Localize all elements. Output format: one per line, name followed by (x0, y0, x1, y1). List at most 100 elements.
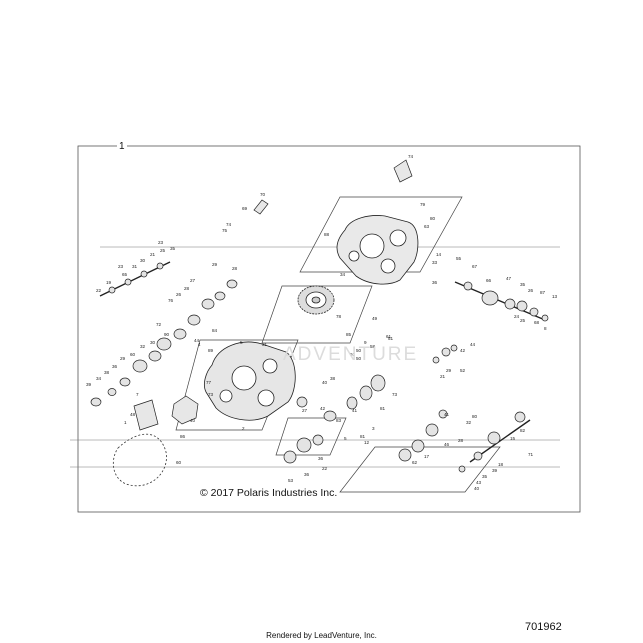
part-number-label: 55 (456, 256, 462, 261)
part-number-label: 36 (318, 456, 324, 461)
lower-middle-gear-stack (398, 409, 448, 462)
part-number-label: 28 (232, 266, 238, 271)
part-number-label: 72 (156, 322, 162, 327)
part-number-label: 31 (262, 342, 268, 347)
part-number-label: 71 (528, 452, 534, 457)
part-number-label: 27 (302, 408, 308, 413)
part-number-label: 41 (444, 412, 450, 417)
part-number-label: 80 (472, 414, 478, 419)
part-number-label: 60 (176, 460, 182, 465)
part-number-label: 28 (458, 438, 464, 443)
lower-gear-stack (283, 434, 324, 464)
part-number-label: 23 (158, 240, 164, 245)
part-number-label: 18 (498, 462, 504, 467)
part-number-label: 38 (104, 370, 110, 375)
part-number-label: 34 (96, 376, 102, 381)
group-outlines (175, 196, 501, 493)
lower-right-shaft (458, 411, 531, 473)
part-number-label: 4 (198, 342, 201, 347)
top-bracket (393, 159, 413, 183)
part-number-label: 39 (86, 382, 92, 387)
part-number-label: 78 (336, 314, 342, 319)
part-number-label: 73 (392, 392, 398, 397)
frame-number: 1 (117, 141, 127, 152)
part-number-label: 36 (304, 472, 310, 477)
part-number-label: 22 (96, 288, 102, 293)
part-number-label: 74 (408, 154, 414, 159)
small-parts-cluster (432, 344, 458, 364)
part-number-label: 85 (346, 332, 352, 337)
part-number-label: 33 (432, 260, 438, 265)
large-gear (297, 285, 335, 315)
part-number-label: 81 (360, 434, 366, 439)
part-number-label: 32 (140, 344, 146, 349)
part-number-label: 74 (226, 222, 232, 227)
part-number-label: 28 (184, 286, 190, 291)
part-number-label: 21 (440, 374, 446, 379)
center-gear-stack (296, 374, 386, 422)
part-number-label: 27 (190, 278, 196, 283)
part-number-label: 50 (356, 356, 362, 361)
part-number-label: 7 (136, 392, 139, 397)
gasket-outline (112, 433, 167, 487)
part-number-label: 51 (388, 336, 394, 341)
part-number-label: 14 (436, 252, 442, 257)
part-number-label: 62 (412, 460, 418, 465)
mount-bracket (133, 399, 159, 431)
part-number-label: 5 (240, 340, 243, 345)
part-number-label: 35 (520, 282, 526, 287)
part-number-label: 46 (444, 442, 450, 447)
part-number-label: 2 (242, 426, 245, 431)
part-number-label: 29 (446, 368, 452, 373)
part-number-label: 43 (476, 480, 482, 485)
part-number-label: 50 (356, 348, 362, 353)
part-number-label: 9 (364, 340, 367, 345)
part-number-label: 23 (118, 264, 124, 269)
part-number-label: 30 (150, 340, 156, 345)
part-number-label: 75 (222, 228, 228, 233)
watermark: ADVENTURE (283, 344, 419, 365)
part-number-label: 41 (352, 408, 358, 413)
part-number-label: 53 (288, 478, 294, 483)
part-number-label: 30 (140, 258, 146, 263)
part-number-label: 8 (544, 326, 547, 331)
part-number-label: 69 (242, 206, 248, 211)
part-number-label: 87 (540, 290, 546, 295)
part-number-label: 88 (324, 232, 330, 237)
part-number-label: 29 (120, 356, 126, 361)
part-number-label: 65 (122, 272, 128, 277)
part-number-label: 61 (386, 334, 392, 339)
part-number-label: 48 (130, 412, 136, 417)
part-number-label: 31 (132, 264, 138, 269)
part-number-label: 40 (474, 486, 480, 491)
part-number-label: 81 (380, 406, 386, 411)
part-number-label: 73 (208, 392, 214, 397)
part-number-label: 26 (176, 292, 182, 297)
part-number-label: 19 (106, 280, 112, 285)
part-number-label: 21 (150, 252, 156, 257)
part-number-label: 89 (208, 348, 214, 353)
part-number-label: 80 (430, 216, 436, 221)
part-number-label: 13 (552, 294, 558, 299)
part-number-label: 52 (460, 368, 466, 373)
right-shaft-assembly (454, 281, 549, 322)
part-number-label: 25 (520, 318, 526, 323)
part-number-label: 68 (534, 320, 540, 325)
part-number-label: 44 (194, 338, 200, 343)
part-number-label: 67 (472, 264, 478, 269)
part-number-label: 63 (424, 224, 430, 229)
copyright-text: © 2017 Polaris Industries Inc. (200, 487, 338, 499)
part-number-label: 83 (336, 418, 342, 423)
part-number-label: 17 (424, 454, 430, 459)
part-number-label: 84 (212, 328, 218, 333)
shift-selector (253, 199, 269, 215)
transmission-case-upper (336, 215, 419, 285)
part-number-label: 40 (190, 418, 196, 423)
part-number-label: 39 (492, 468, 498, 473)
part-number-label: 70 (260, 192, 266, 197)
part-number-label: 90 (164, 332, 170, 337)
document-number: 701962 (525, 621, 562, 633)
part-number-label: 35 (170, 246, 176, 251)
